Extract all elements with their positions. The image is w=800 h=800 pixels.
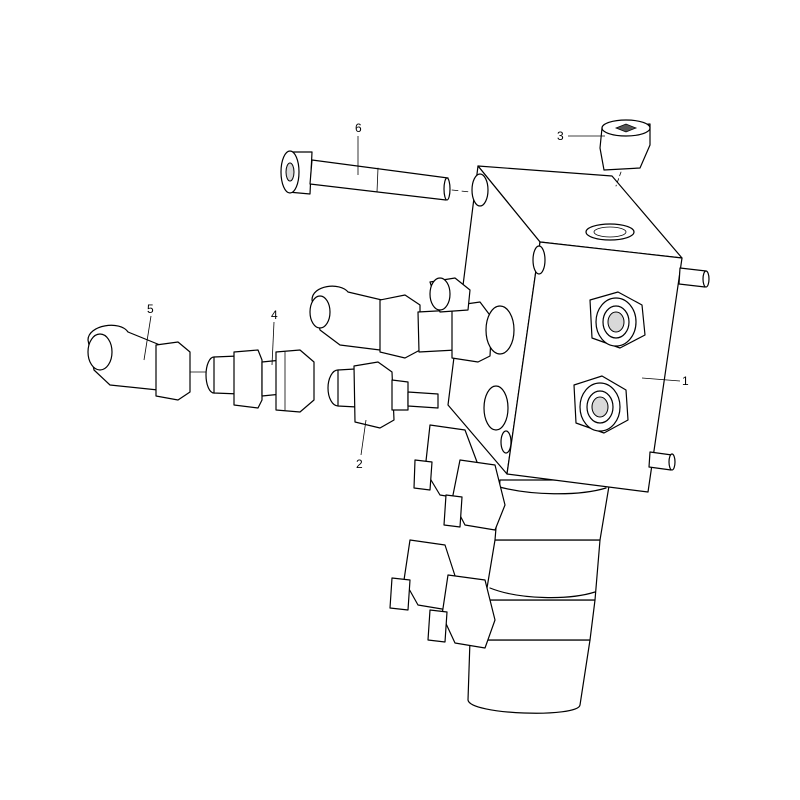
callout-2: 2: [356, 419, 367, 471]
front-fitting-lower: [573, 375, 629, 434]
callout-label-1: 1: [682, 374, 689, 388]
part-3-screw: [599, 119, 651, 187]
callout-label-4: 4: [271, 308, 278, 322]
part-6-bolt: [280, 150, 471, 201]
callout-label-5: 5: [147, 302, 154, 316]
callout-1: 1: [641, 374, 689, 388]
callout-6: 6: [355, 121, 362, 175]
part-2-fitting: [327, 361, 439, 429]
part-5-elbow: [87, 324, 207, 401]
callout-4: 4: [271, 308, 278, 366]
cartridge-body: [389, 424, 611, 714]
front-fitting-upper: [589, 291, 646, 349]
part-4-fitting: [205, 349, 315, 413]
callout-label-6: 6: [355, 121, 362, 135]
callout-label-3: 3: [557, 129, 564, 143]
upper-fitting-assembly: [309, 277, 515, 363]
manifold-block: [447, 165, 710, 493]
callout-5: 5: [143, 302, 154, 361]
callout-label-2: 2: [356, 457, 363, 471]
callout-3: 3: [557, 129, 605, 143]
